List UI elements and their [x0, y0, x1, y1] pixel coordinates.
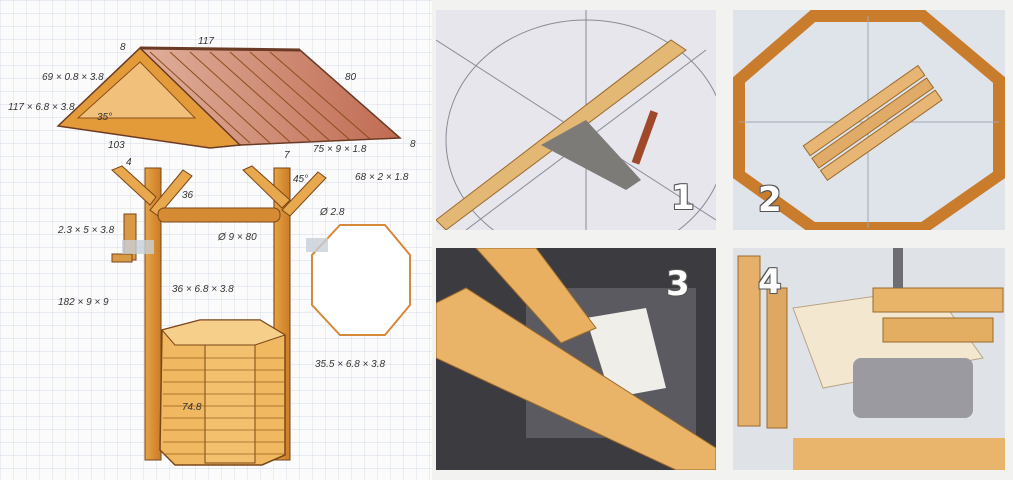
dim-gable-angle: 35° [97, 112, 112, 123]
octagon-template [311, 224, 411, 336]
step-1-photo: 1 [436, 10, 716, 230]
dim-post-offset-right: 7 [284, 150, 290, 161]
dim-axle-len: Ø 9 × 80 [217, 232, 257, 243]
dimension-labels: 117 8 80 69 × 0.8 × 3.8 117 × 6.8 × 3.8 … [8, 36, 416, 413]
dim-brace-len: 36 [182, 190, 194, 201]
step-number: 1 [671, 178, 695, 218]
well-body [159, 319, 287, 466]
dim-post-offset-left: 4 [126, 157, 132, 168]
dim-roof-boards: 75 × 9 × 1.8 [313, 144, 367, 155]
dim-top-ring: 36 × 6.8 × 3.8 [172, 284, 234, 295]
dim-gable-trim: 69 × 0.8 × 3.8 [42, 72, 104, 83]
stave-lines [163, 357, 284, 455]
dim-axle-diameter: Ø 2.8 [319, 207, 345, 218]
step-number: 4 [758, 262, 782, 302]
dim-staves: 35.5 × 6.8 × 3.8 [315, 359, 385, 370]
step-4-scene [737, 248, 1005, 470]
dim-top-width: 117 [198, 36, 214, 47]
step-1-scene [436, 10, 716, 230]
step-4-photo: 4 [733, 248, 1005, 470]
dim-post: 182 × 9 × 9 [58, 297, 109, 308]
well-blueprint-panel: 117 8 80 69 × 0.8 × 3.8 117 × 6.8 × 3.8 … [0, 0, 432, 480]
well-blueprint: 117 8 80 69 × 0.8 × 3.8 117 × 6.8 × 3.8 … [0, 0, 432, 480]
dim-handle: 2.3 × 5 × 3.8 [57, 225, 115, 236]
step-2-photo: 2 [733, 10, 1005, 230]
step-2-scene [733, 10, 1005, 230]
dim-ridge-beam: 117 × 6.8 × 3.8 [8, 102, 75, 113]
blur-mark [306, 238, 328, 252]
dim-roof-edge-right: 8 [410, 139, 416, 150]
dim-roof-strip: 68 × 2 × 1.8 [355, 172, 409, 183]
blur-mark [122, 240, 154, 254]
step-number: 3 [666, 264, 690, 304]
dim-roof-bottom: 103 [108, 140, 125, 151]
dim-body-height: 74.8 [182, 402, 202, 413]
roof [56, 46, 402, 149]
step-3-photo: 3 [436, 248, 716, 470]
dim-roof-depth: 80 [345, 72, 357, 83]
step-3-scene [436, 248, 716, 470]
dim-brace-angle: 45° [293, 174, 308, 185]
dim-roof-overhang: 8 [120, 42, 126, 53]
step-number: 2 [758, 180, 782, 220]
